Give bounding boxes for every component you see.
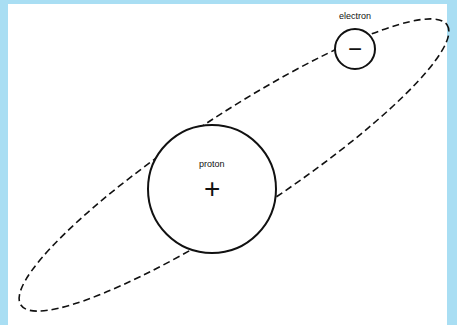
electron-circle: − xyxy=(334,28,376,70)
charge-sign: + xyxy=(204,175,220,203)
particle-label: electron xyxy=(339,12,371,21)
particle-label: proton xyxy=(199,160,225,169)
electron-particle: − electron xyxy=(320,8,390,70)
charge-sign: − xyxy=(348,37,362,61)
proton-particle: proton + xyxy=(147,124,277,254)
